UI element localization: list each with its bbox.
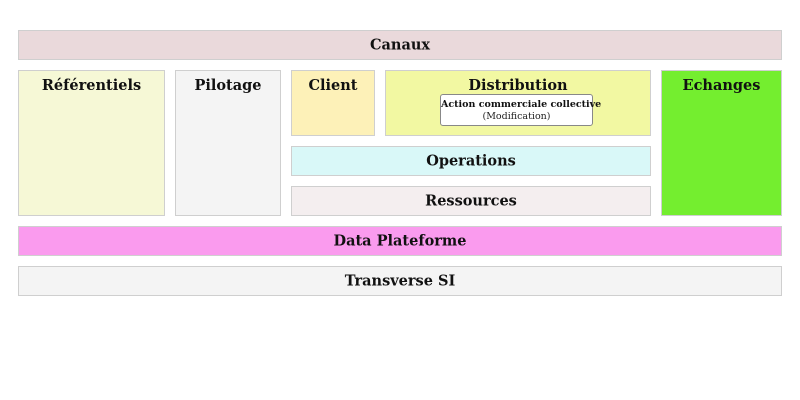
data-plateforme-block: Data Plateforme <box>18 226 782 256</box>
echanges-label: Echanges <box>682 77 761 94</box>
distribution-label: Distribution <box>468 77 568 94</box>
data-plateforme-label: Data Plateforme <box>333 232 467 250</box>
transverse-si-block: Transverse SI <box>18 266 782 296</box>
action-card-status: (Modification) <box>482 111 551 122</box>
transverse-si-label: Transverse SI <box>344 272 456 290</box>
ressources-label: Ressources <box>425 192 517 210</box>
action-card-title: Action commerciale collective <box>441 99 602 110</box>
canaux-block: Canaux <box>18 30 782 60</box>
echanges-block: Echanges <box>661 70 782 216</box>
referentiels-label: Référentiels <box>41 77 142 94</box>
operations-label: Operations <box>426 152 516 170</box>
client-label: Client <box>308 77 358 94</box>
client-block: Client <box>291 70 375 136</box>
operations-block: Operations <box>291 146 651 176</box>
pilotage-label: Pilotage <box>194 77 262 94</box>
action-commerciale-collective-card[interactable]: Action commerciale collective (Modificat… <box>440 94 602 126</box>
referentiels-block: Référentiels <box>18 70 165 216</box>
ressources-block: Ressources <box>291 186 651 216</box>
distribution-block: Distribution Action commerciale collecti… <box>385 70 651 136</box>
canaux-label: Canaux <box>369 36 431 54</box>
pilotage-block: Pilotage <box>175 70 281 216</box>
